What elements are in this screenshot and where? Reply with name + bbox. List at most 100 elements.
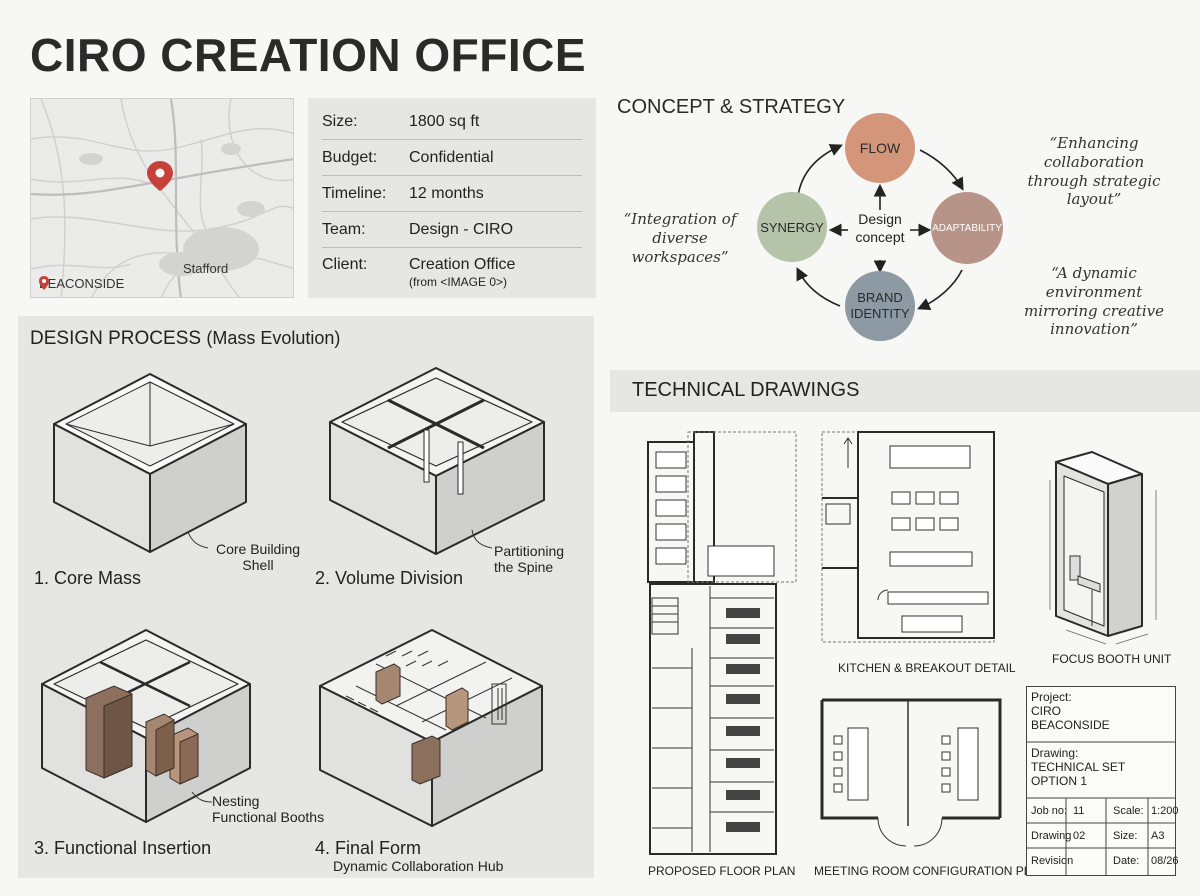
step-4-label: 4. Final Form xyxy=(315,838,422,858)
date-value: 08/26 xyxy=(1151,855,1179,867)
info-row-client: Client: Creation Office (from <IMAGE 0>) xyxy=(322,248,582,298)
info-key: Size: xyxy=(322,112,358,130)
step-4-note: Dynamic Collaboration Hub xyxy=(333,858,504,874)
note-line: the Spine xyxy=(494,559,554,576)
scale-label: Scale: xyxy=(1113,805,1144,817)
location-name: BEACONSIDE xyxy=(39,276,125,291)
info-row-team: Team: Design - CIRO xyxy=(322,212,582,248)
city-label: Stafford xyxy=(183,261,229,276)
brand-line-1: BRAND xyxy=(857,289,903,305)
drawing-label: Drawing: xyxy=(1031,746,1079,760)
focus-booth-drawing xyxy=(1049,451,1157,645)
quote-line: innovation” xyxy=(1050,320,1138,339)
concept-node-brand-identity: BRAND IDENTITY xyxy=(845,271,915,341)
kitchen-breakout-drawing xyxy=(821,431,995,643)
info-row-timeline: Timeline: 12 months xyxy=(322,176,582,212)
technical-drawings-bar xyxy=(610,370,1200,412)
quote-line: mirroring creative xyxy=(1024,301,1164,320)
info-key: Client: xyxy=(322,256,368,273)
concept-node-flow: FLOW xyxy=(845,113,915,183)
floor-plan-caption: PROPOSED FLOOR PLAN xyxy=(648,864,796,878)
location-map: BEACONSIDE Stafford xyxy=(30,98,294,298)
design-process-title: DESIGN PROCESS (Mass Evolution) xyxy=(30,328,340,350)
client-source: (from <IMAGE 0>) xyxy=(409,275,508,289)
size-value: A3 xyxy=(1151,830,1165,842)
quote-line: “Integration of diverse xyxy=(623,210,737,247)
callout-line xyxy=(191,791,213,803)
functional-insertion-drawing xyxy=(41,629,251,823)
drawing-no-value: 02 xyxy=(1073,830,1086,842)
info-key: Timeline: xyxy=(322,184,387,202)
quote-line: “Enhancing collaboration xyxy=(1043,134,1145,171)
volume-division-drawing xyxy=(329,367,545,555)
client-name: Creation Office xyxy=(409,256,516,273)
meeting-caption: MEETING ROOM CONFIGURATION PLAN xyxy=(814,864,1048,878)
drawing-line: TECHNICAL SET xyxy=(1031,759,1126,774)
step-2-note: Partitioning the Spine xyxy=(494,543,574,575)
note-line: Shell xyxy=(242,557,274,574)
step-3-label: 3. Functional Insertion xyxy=(34,838,212,858)
info-value: 12 months xyxy=(409,184,484,202)
drawing-line: OPTION 1 xyxy=(1031,773,1088,788)
booth-caption: FOCUS BOOTH UNIT xyxy=(1052,652,1172,666)
concept-title: CONCEPT & STRATEGY xyxy=(617,96,846,118)
concept-arrows xyxy=(796,144,964,310)
project-line: CIRO xyxy=(1031,703,1061,718)
info-row-size: Size: 1800 sq ft xyxy=(322,104,582,140)
quote-collaboration: “Enhancing collaboration through strateg… xyxy=(1006,134,1182,209)
callout-line xyxy=(187,531,209,549)
note-line: Functional Booths xyxy=(212,809,325,826)
step-1-note: Core Building Shell xyxy=(210,541,306,573)
design-process-subheading: (Mass Evolution) xyxy=(206,328,341,348)
quote-line: “A dynamic environment xyxy=(1045,264,1143,301)
technical-drawings-title: TECHNICAL DRAWINGS xyxy=(632,379,860,401)
note-line: Core Building xyxy=(215,541,301,557)
drawing-no-label: Drawing xyxy=(1031,830,1072,842)
core-mass-drawing xyxy=(53,373,247,553)
info-value: 1800 sq ft xyxy=(409,112,480,130)
meeting-room-drawing xyxy=(820,698,1002,847)
revision-label: Revision xyxy=(1031,855,1074,867)
job-label: Job no: xyxy=(1031,805,1068,817)
title-block-grid xyxy=(1026,741,1176,876)
pin-icon xyxy=(39,276,49,290)
brand-line-2: IDENTITY xyxy=(850,306,910,321)
job-value: 11 xyxy=(1073,805,1085,817)
project-label: Project: xyxy=(1031,690,1072,704)
concept-node-synergy: SYNERGY xyxy=(757,192,827,262)
map-pin-label: BEACONSIDE xyxy=(39,276,124,291)
kitchen-caption: KITCHEN & BREAKOUT DETAIL xyxy=(838,661,1016,675)
project-block: Project: CIRO BEACONSIDE xyxy=(1031,690,1110,732)
info-value: Creation Office (from <IMAGE 0>) xyxy=(409,256,582,289)
note-line: Nesting xyxy=(212,793,260,809)
final-form-drawing xyxy=(319,629,543,827)
info-value: Confidential xyxy=(409,148,494,166)
callout-line xyxy=(471,529,493,549)
quote-integration: “Integration of diverse workspaces” xyxy=(602,210,758,266)
quote-line: through strategic layout” xyxy=(1027,171,1161,209)
quote-line: workspaces” xyxy=(631,247,729,266)
project-line: BEACONSIDE xyxy=(1031,717,1110,732)
concept-center: Design concept xyxy=(846,211,914,246)
map-pin-icon xyxy=(147,161,173,191)
info-key: Team: xyxy=(322,220,366,238)
page-title: CIRO CREATION OFFICE xyxy=(30,29,587,81)
map-roads xyxy=(31,99,293,297)
step-1-label: 1. Core Mass xyxy=(34,568,142,588)
floor-plan-drawing xyxy=(647,431,797,855)
size-label: Size: xyxy=(1113,830,1138,842)
quote-dynamic: “A dynamic environment mirroring creativ… xyxy=(1006,264,1182,339)
step-2-label: 2. Volume Division xyxy=(315,568,464,588)
scale-value: 1:200 xyxy=(1151,805,1179,817)
concept-center-line-1: Design xyxy=(858,211,902,227)
drawing-title-block: Project: CIRO BEACONSIDE Drawing: TECHNI… xyxy=(1026,686,1179,876)
concept-center-line-2: concept xyxy=(855,228,905,245)
drawing-block: Drawing: TECHNICAL SET OPTION 1 xyxy=(1031,746,1126,788)
note-line: Partitioning xyxy=(494,543,565,559)
info-value: Design - CIRO xyxy=(409,220,514,238)
info-row-budget: Budget: Confidential xyxy=(322,140,582,176)
concept-node-adaptability: ADAPTABILITY xyxy=(931,192,1003,264)
design-process-heading: DESIGN PROCESS xyxy=(30,328,202,349)
info-key: Budget: xyxy=(322,148,378,166)
step-3-note: Nesting Functional Booths xyxy=(212,793,332,825)
